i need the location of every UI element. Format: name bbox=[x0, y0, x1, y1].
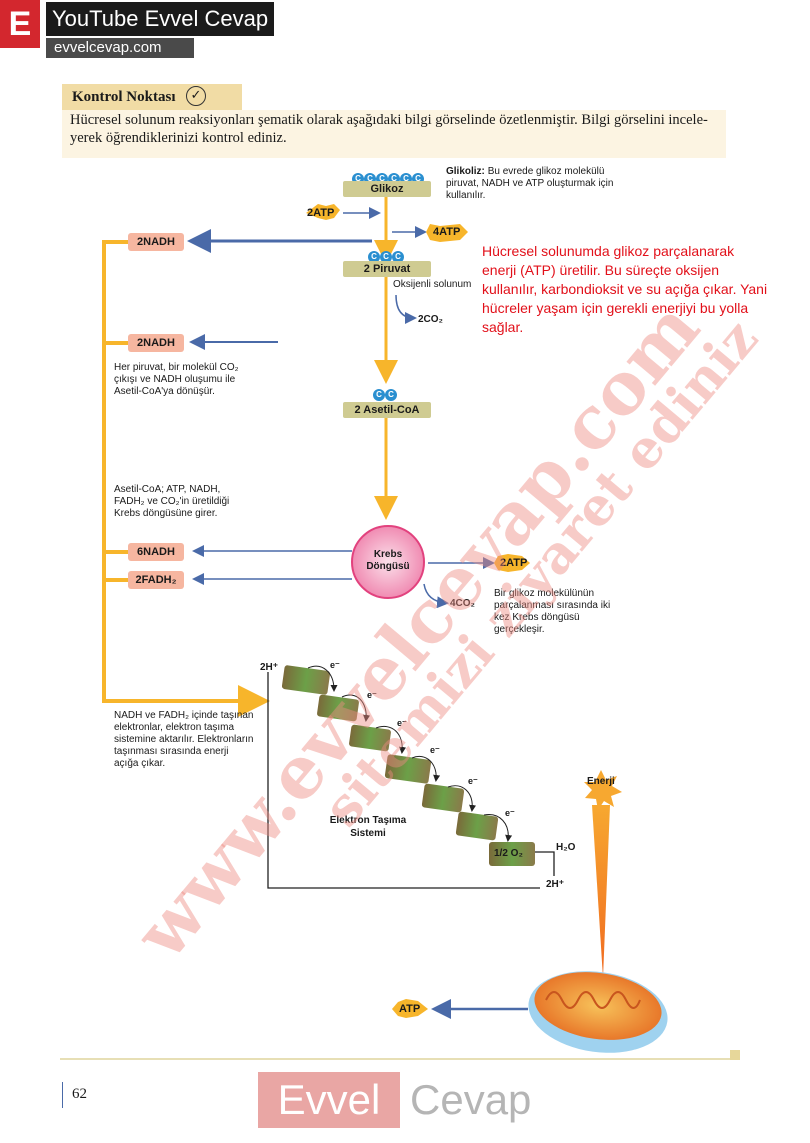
page-number: 62 bbox=[72, 1086, 87, 1102]
glikoz-label: Glikoz bbox=[343, 181, 431, 197]
carbon-atom: C bbox=[380, 251, 392, 263]
krebs-label: Krebs Döngüsü bbox=[366, 549, 410, 572]
o2-label: 1/2 O₂ bbox=[494, 848, 523, 859]
kontrol-tab bbox=[62, 84, 242, 110]
asetil-label: 2 Asetil-CoA bbox=[343, 402, 431, 418]
nadh-krebs: 6NADH bbox=[128, 543, 184, 561]
h-plus-bottom: 2H⁺ bbox=[546, 879, 565, 890]
h-plus-top: 2H⁺ bbox=[260, 662, 279, 673]
footer-rule bbox=[60, 1058, 732, 1060]
co2-piruvat: 2CO₂ bbox=[418, 314, 444, 325]
logo-cevap: Cevap bbox=[410, 1076, 532, 1123]
piruvat-note: Her piruvat, bir molekül CO₂ çıkışı ve N… bbox=[114, 362, 239, 397]
piruvat-label: 2 Piruvat bbox=[343, 261, 431, 277]
nadh-piruvat: 2NADH bbox=[128, 334, 184, 352]
nadh-glikoliz: 2NADH bbox=[128, 233, 184, 251]
check-icon: ✓ bbox=[186, 86, 206, 106]
carbon-atom: C bbox=[385, 389, 397, 401]
atp-final: ATP bbox=[399, 1003, 421, 1015]
oksijenli-label: Oksijenli solunum bbox=[393, 279, 472, 290]
glikoliz-note: Glikoliz: Bu evrede glikoz molekülü piru… bbox=[446, 166, 616, 202]
ets-note: NADH ve FADH₂ içinde taşınan elektronlar… bbox=[114, 710, 254, 769]
electron-label: e⁻ bbox=[505, 808, 515, 818]
glikoliz-heading: Glikoliz: bbox=[446, 166, 485, 177]
carbon-atom: C bbox=[373, 389, 385, 401]
kontrol-text: Hücresel solunum reaksiyonları şematik o… bbox=[70, 112, 708, 146]
glikoliz-text: Bu evrede glikoz molekülü piruvat, NADH … bbox=[446, 166, 614, 201]
red-annotation: Hücresel solunumda glikoz parçalanarak e… bbox=[482, 243, 768, 335]
brand-title: YouTube Evvel Cevap bbox=[46, 2, 275, 36]
carbon-atom: C bbox=[368, 251, 380, 263]
brand-url: evvelcevap.com bbox=[46, 38, 194, 58]
co2-krebs: 4CO₂ bbox=[450, 598, 476, 609]
fadh2-krebs: 2FADH₂ bbox=[128, 571, 184, 589]
atp-input: 2ATP bbox=[307, 207, 335, 219]
asetil-note: Asetil-CoA; ATP, NADH, FADH₂ ve CO₂'in ü… bbox=[114, 484, 230, 519]
page-divider bbox=[62, 1082, 63, 1108]
atp-krebs: 2ATP bbox=[500, 557, 528, 569]
electron-label: e⁻ bbox=[330, 660, 340, 670]
ets-label: Elektron Taşıma Sistemi bbox=[329, 815, 407, 839]
h2o-label: H₂O bbox=[556, 842, 576, 853]
enerji-label: Enerji bbox=[587, 776, 615, 787]
krebs-note: Bir glikoz molekülünün parçalanması sıra… bbox=[494, 588, 611, 635]
kontrol-title: Kontrol Noktası bbox=[72, 89, 176, 105]
logo-evvel: Evvel bbox=[258, 1072, 400, 1128]
atp-output: 4ATP bbox=[433, 226, 461, 238]
footer-square bbox=[730, 1050, 740, 1060]
brand-badge: E bbox=[0, 0, 40, 48]
carbon-atom: C bbox=[392, 251, 404, 263]
electron-label: e⁻ bbox=[468, 776, 478, 786]
electron-label: e⁻ bbox=[397, 718, 407, 728]
electron-label: e⁻ bbox=[430, 745, 440, 755]
electron-label: e⁻ bbox=[367, 690, 377, 700]
kontrol-body bbox=[62, 110, 726, 158]
